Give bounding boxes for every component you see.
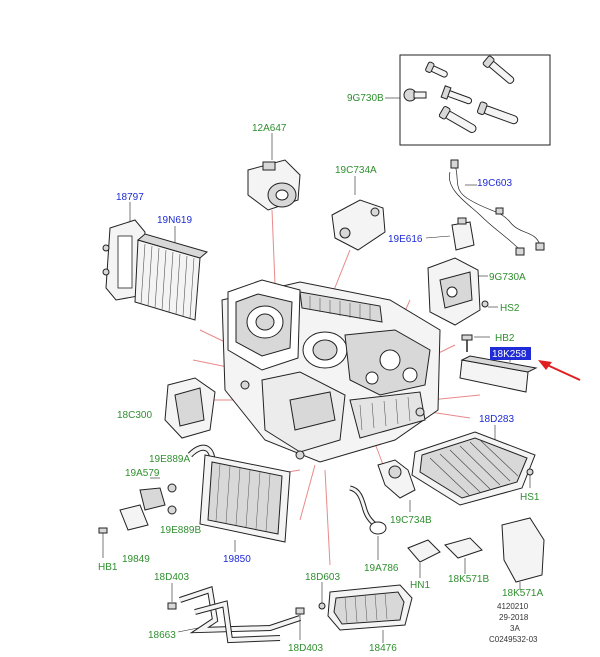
label-19c734b: 19C734B — [390, 515, 432, 526]
label-18c300: 18C300 — [117, 410, 152, 421]
actuator-rod-1 — [425, 61, 448, 78]
label-18663: 18663 — [148, 630, 176, 641]
fittings-part — [295, 582, 326, 640]
actuator-rod-4 — [438, 106, 477, 133]
label-hb1: HB1 — [98, 562, 118, 573]
label-12a647: 12A647 — [252, 123, 287, 134]
label-19a579: 19A579 — [125, 468, 160, 479]
blower-motor-part — [247, 133, 301, 211]
label-18k571a: 18K571A — [502, 588, 543, 599]
label-9g730b: 9G730B — [347, 93, 384, 104]
label-18d403-top: 18D403 — [154, 572, 189, 583]
label-19c734a: 19C734A — [335, 165, 377, 176]
actuator-lever — [403, 88, 427, 102]
cover-18k571a-part — [501, 517, 545, 590]
actuator-19c734b-part — [377, 459, 416, 512]
info-line-2: 29-2018 — [499, 613, 529, 622]
label-19849: 19849 — [122, 554, 150, 565]
evaporator-18d283-part — [411, 425, 536, 506]
label-18d403-bottom: 18D403 — [288, 643, 323, 654]
label-18k571b: 18K571B — [448, 574, 489, 585]
highlight-box — [490, 347, 531, 360]
callout-arrow — [538, 360, 581, 381]
info-line-1: 4120210 — [497, 602, 529, 611]
actuator-rod-5 — [476, 101, 519, 125]
actuator-rod-3 — [440, 85, 473, 105]
label-18d603: 18D603 — [305, 572, 340, 583]
label-18476: 18476 — [369, 643, 397, 654]
duct-18c300-part — [164, 377, 216, 439]
label-hn1: HN1 — [410, 580, 430, 591]
actuator-kit-box — [385, 54, 551, 146]
label-hs1: HS1 — [520, 492, 540, 503]
label-19e889a: 19E889A — [149, 454, 190, 465]
label-19n619: 19N619 — [157, 215, 192, 226]
clip-hn1-part — [407, 539, 441, 578]
label-19c603: 19C603 — [477, 178, 512, 189]
heater-core-19850-part — [199, 454, 291, 552]
actuator-19c734a-part — [331, 176, 386, 251]
label-19e616: 19E616 — [388, 234, 423, 245]
cabin-filter-part — [134, 226, 209, 321]
wiring-harness-part — [449, 159, 545, 256]
label-19e889b: 19E889B — [160, 525, 201, 536]
label-18797: 18797 — [116, 192, 144, 203]
info-line-4: C0249532-03 — [489, 635, 538, 644]
label-hs2: HS2 — [500, 303, 520, 314]
label-19a786: 19A786 — [364, 563, 399, 574]
drawing-info: 4120210 29-2018 3A C0249532-03 — [489, 602, 538, 644]
actuator-rod-2 — [482, 55, 515, 84]
info-line-3: 3A — [510, 624, 520, 633]
heater-core-18476-part — [327, 584, 413, 643]
link-19a786-part — [349, 485, 387, 560]
hvac-main-assembly — [221, 279, 441, 463]
filter-frame-part — [102, 202, 146, 301]
bolt-hb2-part — [461, 334, 490, 352]
label-9g730a: 9G730A — [489, 272, 526, 283]
part-labels: 9G730B 12A647 19C734A 19C603 18797 19N61… — [98, 93, 543, 654]
label-19850: 19850 — [223, 554, 251, 565]
duct-18k258-part — [459, 355, 538, 393]
bracket-18k571b-part — [444, 537, 483, 574]
actuator-9g730a-part — [427, 257, 498, 326]
label-18k258: 18K258 — [492, 349, 527, 360]
label-hb2: HB2 — [495, 333, 515, 344]
heater-hose-part — [98, 444, 216, 558]
heater-pipes-18663-part — [167, 583, 301, 644]
label-18d283: 18D283 — [479, 414, 514, 425]
sensor-19e616-part — [425, 217, 475, 251]
